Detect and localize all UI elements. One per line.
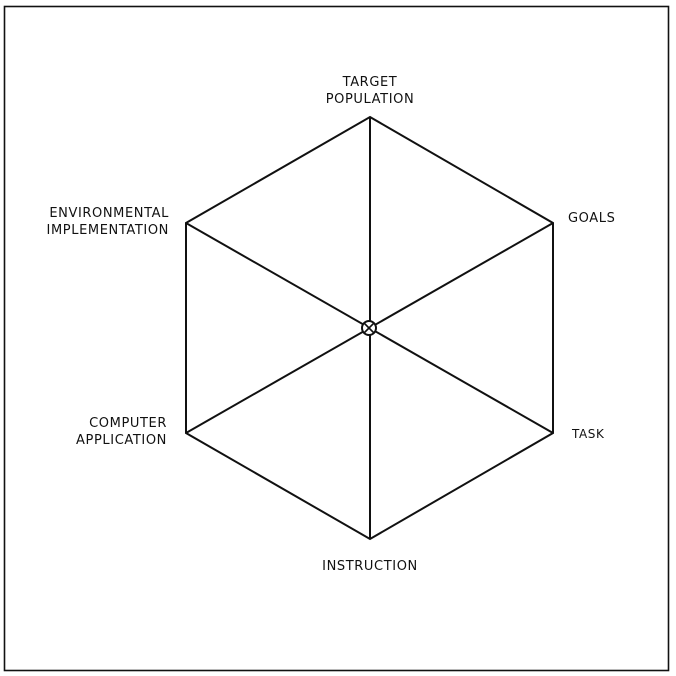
label-goals: GOALS — [568, 210, 615, 227]
label-line: IMPLEMENTATION — [46, 223, 169, 238]
label-line: INSTRUCTION — [322, 559, 418, 574]
center-circled-x-icon — [361, 320, 377, 336]
label-line: COMPUTER — [89, 416, 167, 431]
label-target-population: TARGET POPULATION — [326, 74, 415, 108]
label-computer-application: COMPUTER APPLICATION — [76, 415, 167, 449]
label-line: ENVIRONMENTAL — [49, 206, 169, 221]
label-line: GOALS — [568, 211, 616, 226]
label-instruction: INSTRUCTION — [322, 558, 418, 575]
figure-frame — [3, 5, 670, 672]
label-environmental-implementation: ENVIRONMENTAL IMPLEMENTATION — [47, 205, 169, 239]
label-line: TARGET — [342, 75, 398, 90]
label-line: TASK — [572, 427, 605, 441]
label-line: APPLICATION — [76, 433, 167, 448]
label-line: POPULATION — [325, 92, 415, 107]
label-task: TASK — [572, 426, 605, 443]
